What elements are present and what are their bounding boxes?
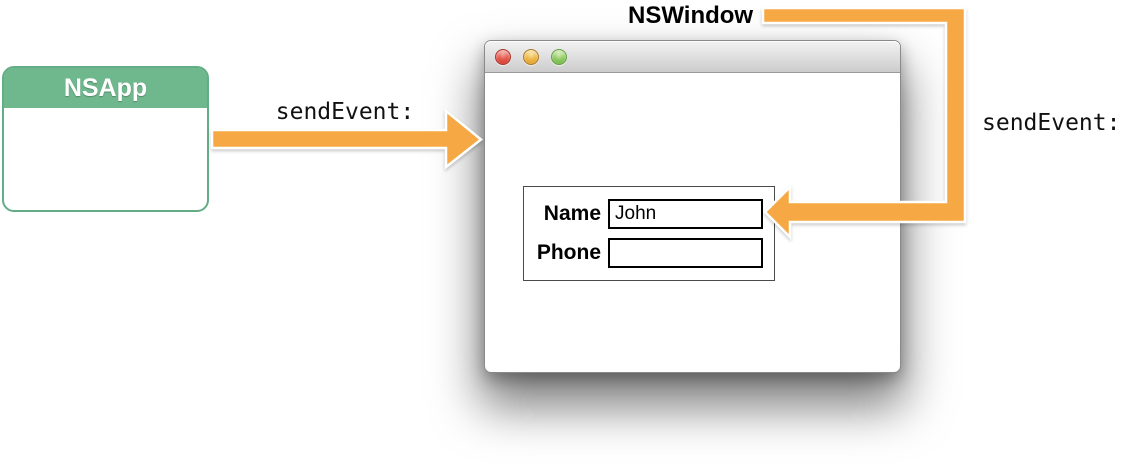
nsapp-box: NSApp	[2, 66, 209, 212]
window-titlebar[interactable]	[485, 41, 900, 73]
phone-input[interactable]	[608, 238, 763, 268]
nsapp-box-title: NSApp	[63, 74, 148, 102]
zoom-button[interactable]	[551, 49, 567, 65]
name-input[interactable]	[608, 199, 763, 229]
form-row-name: Name	[524, 199, 774, 229]
minimize-button[interactable]	[523, 49, 539, 65]
form-box: Name Phone	[523, 186, 775, 281]
form-row-phone: Phone	[524, 238, 774, 268]
mac-window: Name Phone	[484, 40, 901, 373]
name-label: Name	[543, 202, 601, 225]
phone-label: Phone	[536, 241, 601, 264]
nswindow-label: NSWindow	[628, 2, 754, 29]
close-button[interactable]	[495, 49, 511, 65]
traffic-lights	[495, 49, 567, 65]
nsapp-box-header: NSApp	[4, 68, 207, 108]
send-event-label-right: sendEvent:	[982, 110, 1121, 136]
send-event-label-left: sendEvent:	[275, 99, 415, 125]
